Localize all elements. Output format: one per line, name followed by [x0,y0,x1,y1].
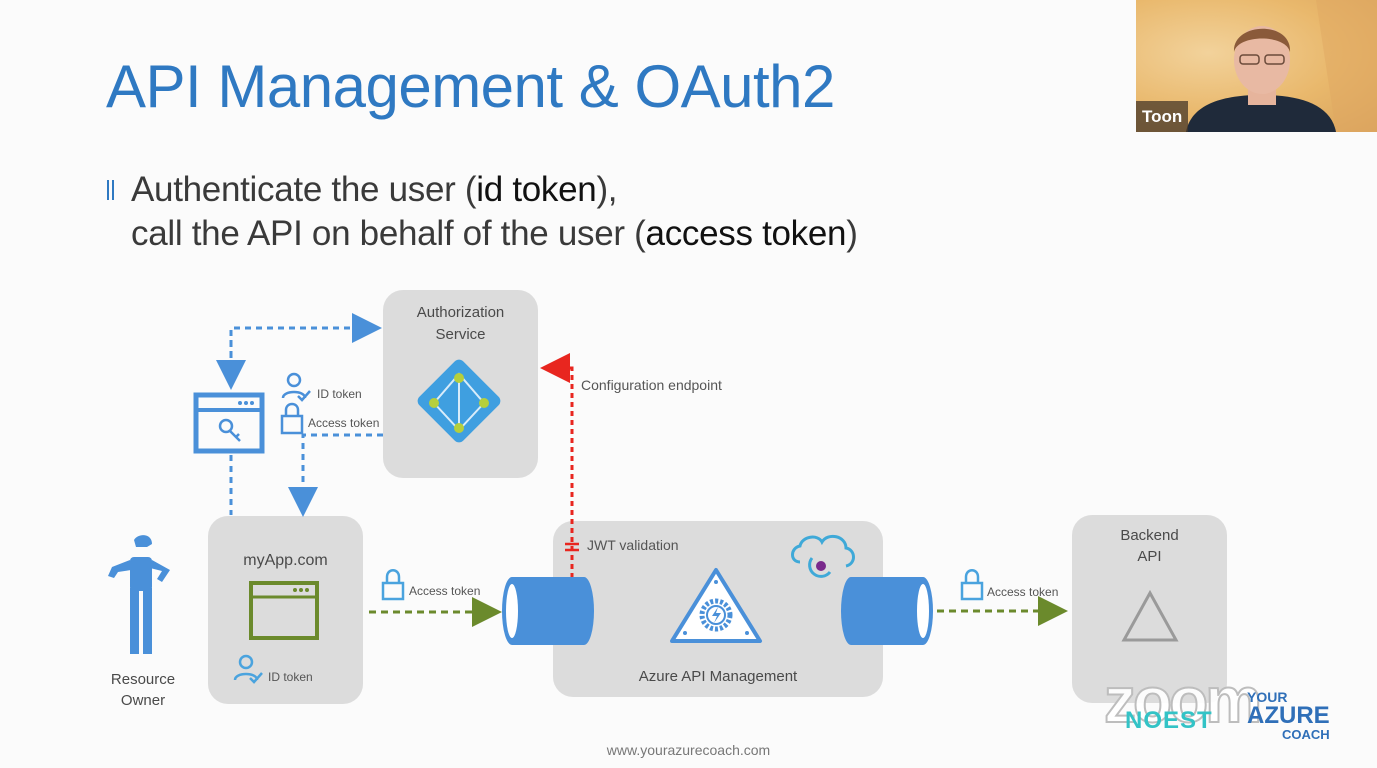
token-return-arrow [288,433,383,517]
footer-url: www.yourazurecoach.com [606,742,771,758]
auth-flow-arrow [229,313,382,380]
logo-line: COACH [1282,727,1330,742]
myapp-box [208,516,363,704]
label-line: Resource [110,671,176,688]
api-management-icon [670,568,762,643]
label-line: Backend [1120,527,1179,544]
bullet-line-1: Authenticate the user (id token), [131,170,618,210]
apim-outbound-pipe-icon [841,577,933,645]
jwt-validation-label: JWT validation [587,537,679,553]
label-line: Service [435,326,486,343]
access-token-label: Access token [308,416,380,430]
configuration-endpoint-arrow [540,353,574,578]
access-token-lock-icon [280,402,304,435]
myapp-title: myApp.com [243,552,328,569]
client-access-token-lock-icon [381,569,405,601]
myapp-window-icon [249,581,319,640]
bullet-marker [107,180,121,202]
resource-owner-person-icon [108,535,170,654]
label-line: API [1137,548,1162,565]
client-app-key-icon [193,392,265,454]
bullet-text: call the API on behalf of the user ( [131,214,646,253]
participant-name-tag: Toon [1136,101,1189,132]
participant-video-tile[interactable]: Toon [1136,0,1377,132]
slide-title: API Management & OAuth2 [106,53,835,120]
backend-access-token-lock-icon [960,569,984,601]
backend-api-label: Backend API [1072,525,1227,567]
myapp-id-token-label: ID token [268,670,313,684]
backend-api-box [1072,515,1227,703]
logo-line: YOUR [1247,689,1288,705]
id-token-user-icon [281,372,311,402]
client-access-token-label: Access token [409,584,481,598]
myapp-id-token-user-icon [233,654,263,684]
label-line: Owner [120,692,166,709]
resource-owner-label: Resource Owner [98,669,188,711]
configuration-endpoint-label: Configuration endpoint [581,377,722,393]
your-azure-coach-logo: YOUR AZURE COACH [1247,690,1330,741]
apim-inbound-pipe-icon [502,577,594,645]
bullet-emphasis: id token [476,170,597,209]
backend-api-icon [1121,589,1179,642]
logo-line: AZURE [1247,702,1330,729]
bullet-text: Authenticate the user ( [131,170,477,209]
jwt-validation-icon [565,542,579,552]
backend-access-token-label: Access token [987,585,1059,599]
id-token-label: ID token [317,387,362,401]
bullet-line-2: call the API on behalf of the user (acce… [131,214,858,254]
apim-title: Azure API Management [638,668,798,685]
zoom-watermark: zoom [1103,664,1263,736]
bullet-text: ) [846,214,858,253]
bullet-text: ), [596,170,618,209]
azure-active-directory-icon [417,359,501,443]
cloud-service-icon [791,534,855,578]
label-line: Authorization [416,304,505,321]
authorization-service-label: Authorization Service [383,302,538,346]
participant-video-feed [1186,0,1377,132]
noest-logo: NOEST [1125,707,1213,734]
bullet-emphasis: access token [645,214,847,253]
